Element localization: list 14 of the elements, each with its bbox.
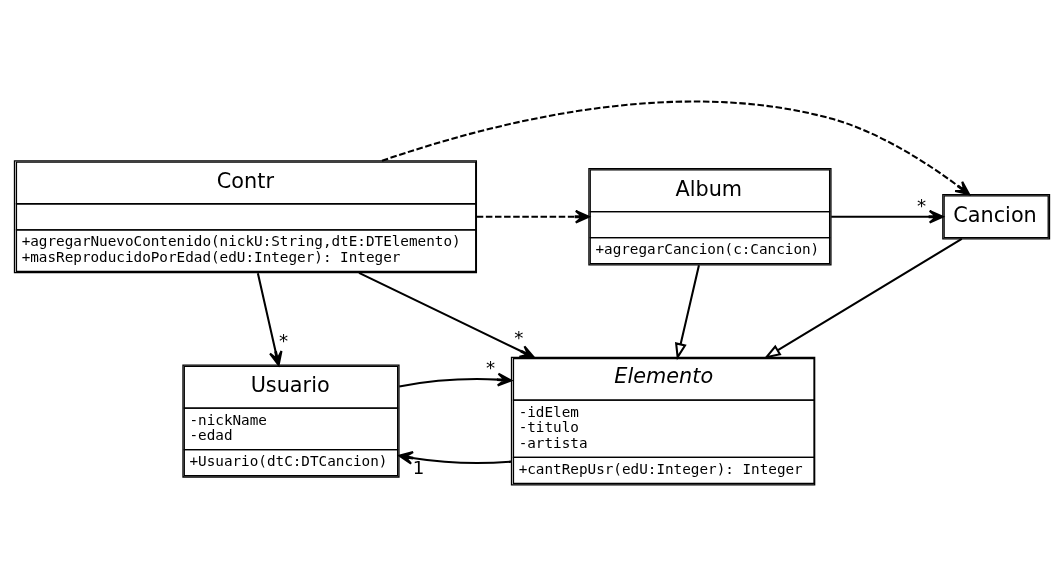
arrow	[358, 271, 535, 358]
arrow	[763, 237, 963, 359]
arrow	[399, 372, 513, 387]
arrow	[398, 450, 512, 465]
edge-label: *	[916, 194, 927, 216]
arrow	[381, 100, 971, 195]
arrow	[674, 264, 700, 360]
arrow	[831, 209, 944, 224]
edge-label: *	[514, 326, 524, 348]
arrow	[476, 209, 590, 224]
edge-label: *	[279, 329, 289, 351]
edge-label: 1	[412, 456, 425, 478]
edge-label: *	[486, 356, 496, 378]
arrow	[256, 272, 283, 366]
